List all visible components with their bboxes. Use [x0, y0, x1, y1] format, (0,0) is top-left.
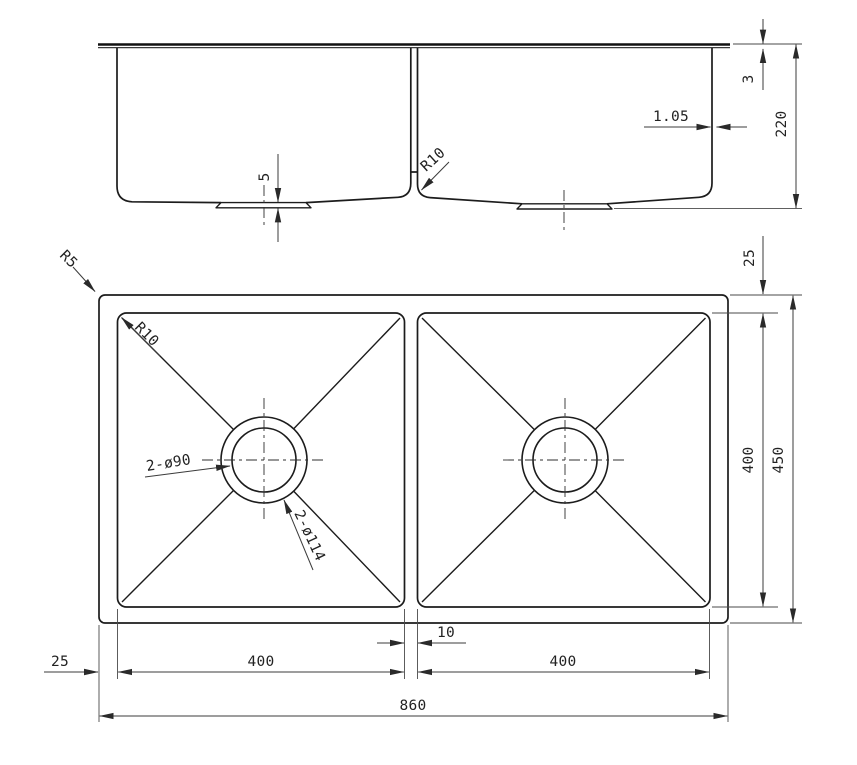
dim-rim-left: 25	[44, 654, 99, 676]
label-drain-flange: 2-ø114	[283, 499, 328, 571]
front-section-view: 5 R10 1.05 3 220	[98, 19, 802, 242]
dim-boss-height-label: 5	[257, 172, 273, 181]
dim-rim-top: 25	[742, 236, 767, 295]
label-drain-hole: 2-ø90	[144, 452, 231, 478]
front-right-drain-boss	[516, 203, 613, 210]
plan-left-bowl	[116, 312, 406, 608]
dim-bowl-depth: 400	[741, 313, 767, 607]
dim-right-bowl-width-label: 400	[549, 654, 576, 670]
dim-rim-top-label: 25	[742, 249, 758, 267]
dim-rim-left-label: 25	[51, 654, 69, 670]
dim-overall-width-label: 860	[399, 698, 426, 714]
plan-right-extension-lines	[712, 294, 802, 624]
plan-drain-centerlines	[202, 398, 627, 522]
dim-bowl-depth-label: 400	[741, 446, 757, 473]
bowl-radius-label: R10	[131, 320, 161, 350]
dim-overall-depth-label: 220	[774, 110, 790, 137]
front-bottom-radius-label: R10	[418, 145, 449, 175]
front-divider	[410, 48, 431, 199]
plan-right-bowl	[416, 312, 711, 608]
drain-flange-label: 2-ø114	[290, 508, 327, 564]
dim-overall-depth-plan-label: 450	[771, 446, 787, 473]
dim-wall-thickness: 1.05	[644, 109, 747, 131]
dim-left-bowl-width-label: 400	[247, 654, 274, 670]
plan-outer-rim	[98, 294, 729, 624]
dim-divider-width: 10	[377, 625, 466, 647]
drain-hole-label: 2-ø90	[145, 452, 192, 475]
dim-right-bowl-width: 400	[417, 654, 710, 676]
dim-overall-width: 860	[99, 698, 728, 720]
plan-right-bowl-diagonals	[421, 317, 706, 603]
dim-left-bowl-width: 400	[117, 654, 405, 676]
dim-rim-height: 3	[741, 19, 767, 90]
dim-boss-height: 5	[257, 154, 282, 242]
label-bowl-radius: R10	[121, 317, 162, 357]
label-outer-radius: R5	[56, 248, 96, 292]
dim-overall-depth-plan: 450	[771, 295, 797, 623]
dim-rim-height-label: 3	[741, 74, 757, 83]
plan-view: R5 R10 2-ø90 2-ø114 25	[44, 236, 802, 722]
dim-overall-depth: 220	[614, 43, 802, 210]
front-left-drain-boss	[215, 201, 312, 209]
label-front-bottom-radius: R10	[418, 145, 450, 191]
dim-divider-width-label: 10	[437, 625, 455, 641]
front-left-bowl-outline	[116, 48, 412, 204]
outer-radius-label: R5	[56, 248, 80, 272]
plan-left-bowl-diagonals	[121, 317, 401, 603]
front-right-bowl-outline	[429, 48, 713, 205]
dim-wall-thickness-label: 1.05	[653, 109, 689, 125]
